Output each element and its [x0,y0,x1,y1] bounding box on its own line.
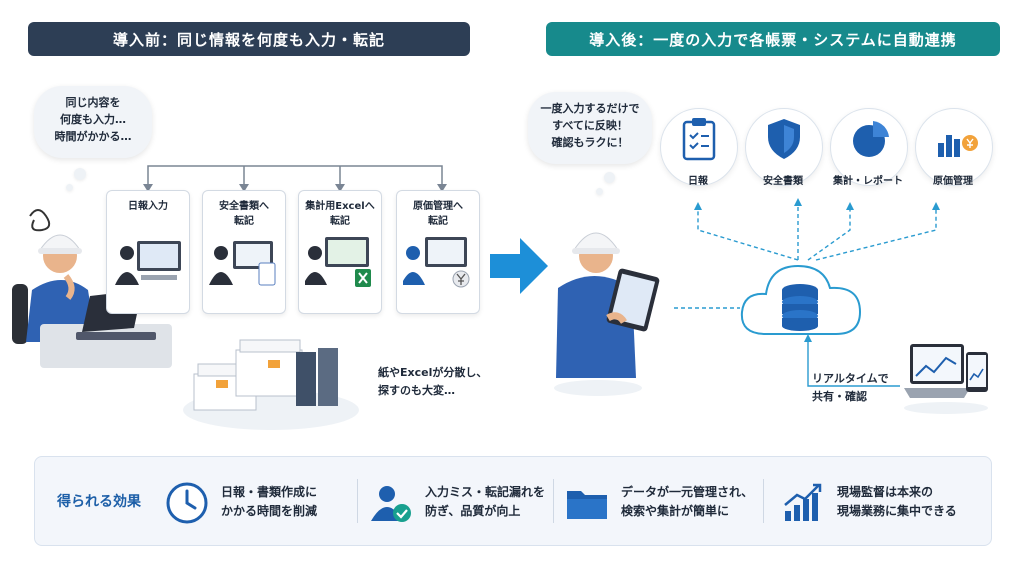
tablet-worker-illustration [554,232,660,396]
before-thought-line: 何度も入力… [60,113,126,126]
cost-chart-icon [938,135,978,157]
card-label-line: 転記 [428,216,448,227]
cloud-database-icon [740,264,862,335]
realtime-note: リアルタイムで 共有・確認 [812,370,889,406]
sync-connectors [674,198,940,387]
effect-line: かかる時間を削減 [221,504,318,518]
after-thought-line: 一度入力するだけで [540,102,640,115]
effect-line: 検索や集計が簡単に [621,504,730,518]
before-thought-line: 同じ内容を [65,96,121,109]
excel-icon [305,237,371,287]
after-thought-bubble: 一度入力するだけで すべてに反映！ 確認もラクに！ [528,92,652,164]
output-label: 安全書類 [763,176,803,187]
before-card-daily-report: 日報入力 [106,190,190,314]
effect-line: データが一元管理され、 [621,485,754,499]
effect-line: 現場監督は本来の [837,485,934,499]
pc-checklist-icon [209,241,276,286]
output-safety-docs [745,108,823,186]
yen-icon [403,237,470,288]
card-label-line: 転記 [234,216,254,227]
laptop-phone-icon [904,344,988,414]
output-report [830,108,908,186]
after-thought-line: 確認もラクに！ [551,136,629,149]
effects-divider [357,479,358,523]
effect-item-time: 日報・書類作成に かかる時間を削減 [165,473,365,529]
thought-dot [604,172,615,183]
effect-item-focus: 現場監督は本来の 現場業務に集中できる [781,473,981,529]
growth-chart-icon [784,483,822,521]
before-card-cost: 原価管理へ 転記 [396,190,480,314]
clock-icon [166,482,208,524]
after-banner: 導入後：一度の入力で各帳票・システムに自動連携 [546,22,1000,56]
effect-line: 入力ミス・転記漏れを [425,485,546,499]
effect-item-centralized: データが一元管理され、 検索や集計が簡単に [565,473,775,529]
before-connector-lines [143,165,447,192]
effect-line: 現場業務に集中できる [837,504,957,518]
transition-arrow [490,238,548,294]
before-card-safety-docs: 安全書類へ 転記 [202,190,286,314]
before-thought-line: 時間がかかる… [54,130,132,143]
effect-line: 防ぎ、品質が向上 [425,504,521,518]
before-banner-text: 導入前：同じ情報を何度も入力・転記 [112,30,385,49]
clipboard-icon [682,118,716,161]
effect-line: 日報・書類作成に [221,485,318,499]
paper-note-line: 探すのも大変… [378,384,455,397]
card-label-line: 転記 [330,216,350,227]
output-label: 日報 [688,176,708,187]
card-label-line: 集計用Excelへ [305,201,375,212]
before-thought-bubble: 同じ内容を 何度も入力… 時間がかかる… [34,86,152,158]
pc-worker-icon [115,241,181,285]
effect-item-quality: 入力ミス・転記漏れを 防ぎ、品質が向上 [369,473,569,529]
thought-dot [66,184,73,191]
realtime-note-line: リアルタイムで [812,372,889,385]
effects-divider [553,479,554,523]
card-label-line: 安全書類へ [219,201,269,212]
realtime-note-line: 共有・確認 [812,390,867,403]
after-banner-text: 導入後：一度の入力で各帳票・システムに自動連携 [589,30,957,49]
user-check-icon [371,486,411,522]
thought-dot [596,188,603,195]
effects-divider [763,479,764,523]
card-label-line: 原価管理へ [413,201,463,212]
before-card-excel: 集計用Excelへ 転記 [298,190,382,314]
paper-scatter-note: 紙やExcelが分散し、 探すのも大変… [378,364,487,400]
effects-title: 得られる効果 [57,494,141,510]
before-banner: 導入前：同じ情報を何度も入力・転記 [28,22,470,56]
paper-piles-illustration [183,339,359,430]
card-label-line: 日報入力 [128,201,168,212]
shield-icon [768,119,800,159]
folder-icon [567,491,607,519]
output-cost [915,108,993,186]
output-label: 集計・レポート [833,176,903,187]
effects-panel: 得られる効果 日報・書類作成に かかる時間を削減 入力ミス・転記漏れを 防ぎ、品… [34,456,992,546]
output-daily-report [660,108,738,186]
thought-dot [74,168,86,180]
after-thought-line: すべてに反映！ [552,119,628,132]
paper-note-line: 紙やExcelが分散し、 [378,366,488,379]
pie-chart-icon [853,121,889,157]
output-label: 原価管理 [933,176,973,187]
